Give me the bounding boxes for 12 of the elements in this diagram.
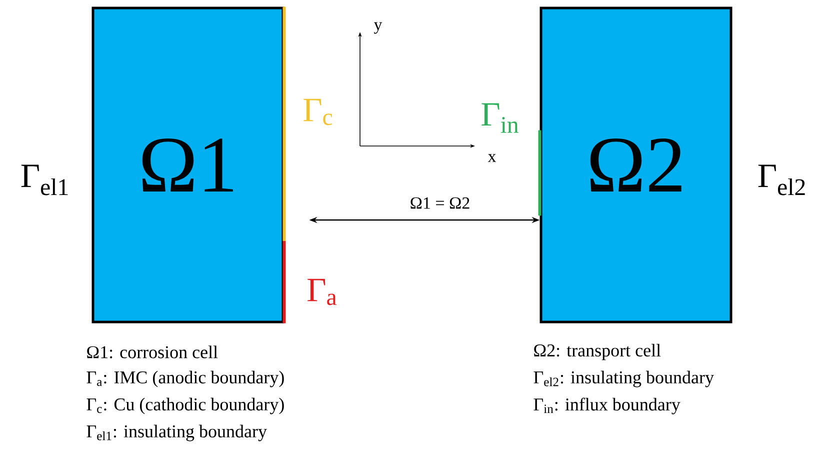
axis-label: y bbox=[374, 22, 382, 34]
legend-text: Ω2: transport cell bbox=[534, 344, 661, 360]
legend-text: Γ$_{in}$: influx boundary bbox=[534, 398, 680, 414]
legend-text: Ω1: corrosion cell bbox=[87, 346, 218, 358]
legend-text: Γ$_{c}$: Cu (cathodic boundary) bbox=[86, 398, 284, 414]
domain-box: Ω1 bbox=[92, 6, 284, 324]
domain-box: Ω2 bbox=[540, 6, 732, 324]
legend-text: Γ$_{a}$: IMC (anodic boundary) bbox=[86, 370, 284, 388]
legend-text: Γ$_{el1}$: insulating boundary bbox=[86, 424, 267, 442]
axis-label: x bbox=[488, 154, 496, 162]
edge-label: Ω1 = Ω2 bbox=[408, 196, 472, 210]
legend-text: Γ$_{el2}$: insulating boundary bbox=[534, 370, 714, 388]
